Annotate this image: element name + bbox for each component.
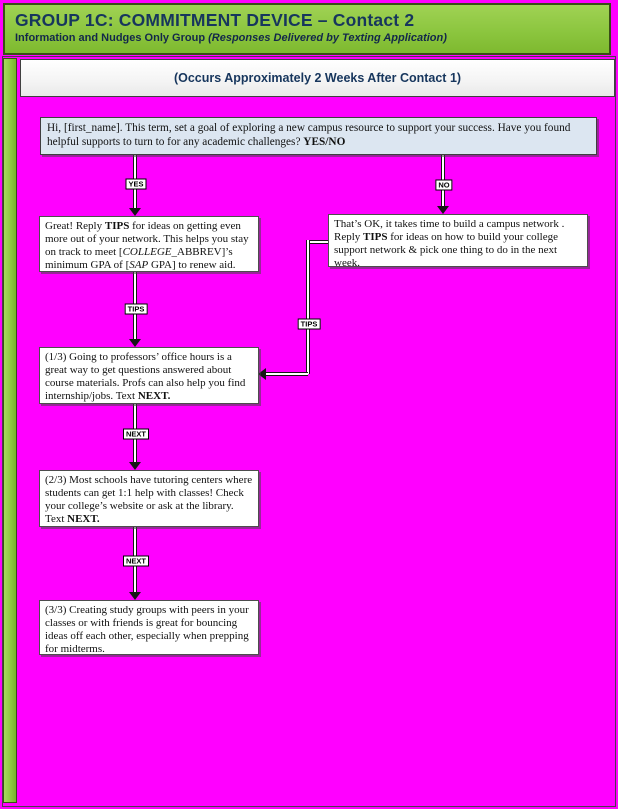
no-response-box: That’s OK, it takes time to build a camp… <box>328 214 588 269</box>
yes-response-tips-keyword: TIPS <box>104 220 130 232</box>
tips-elbow-arrowhead-icon <box>258 368 266 380</box>
tip-2-next-keyword: NEXT. <box>67 513 100 525</box>
next-1-arrowhead-icon <box>129 462 141 470</box>
tip-1-text: (1/3) Going to professors’ office hours … <box>45 351 246 402</box>
page-subtitle: Information and Nudges Only Group (Respo… <box>15 32 609 45</box>
yes-response-box: Great! Reply TIPS for ideas on getting e… <box>39 216 259 272</box>
left-green-strip <box>3 58 17 803</box>
no-arrowhead-icon <box>437 206 449 214</box>
panel-border <box>2 56 616 807</box>
tip-2-text: (2/3) Most schools have tutoring centers… <box>45 474 253 525</box>
sms-intro-text: Hi, [first_name]. This term, set a goal … <box>47 122 571 148</box>
no-response-text: That’s OK, it takes time to build a camp… <box>334 218 565 243</box>
tips-elbow-vertical-segment <box>306 240 310 374</box>
page-title: GROUP 1C: COMMITMENT DEVICE – Contact 2 <box>15 10 415 30</box>
no-label: NO <box>435 179 453 191</box>
page-subtitle-italic: (Responses Delivered by Texting Applicat… <box>208 32 447 44</box>
timing-banner-text: (Occurs Approximately 2 Weeks After Cont… <box>173 71 462 85</box>
tips-left-arrowhead-icon <box>129 339 141 347</box>
header-bar: GROUP 1C: COMMITMENT DEVICE – Contact 2 … <box>3 3 611 55</box>
tips-elbow-top-segment <box>306 240 328 244</box>
timing-banner: (Occurs Approximately 2 Weeks After Cont… <box>20 59 615 97</box>
tip-1-next-keyword: NEXT. <box>137 390 171 402</box>
tip-1-box: (1/3) Going to professors’ office hours … <box>39 347 259 404</box>
yes-response-text: Great! Reply <box>45 220 105 232</box>
tip-3-box: (3/3) Creating study groups with peers i… <box>39 600 259 655</box>
tips-right-label: TIPS <box>297 318 321 330</box>
next-2-arrowhead-icon <box>129 592 141 600</box>
next-1-label: NEXT <box>122 428 150 440</box>
tip-3-text: (3/3) Creating study groups with peers i… <box>45 604 249 655</box>
no-response-tips-keyword: TIPS <box>363 231 388 243</box>
tip-2-box: (2/3) Most schools have tutoring centers… <box>39 470 259 527</box>
yes-arrowhead-icon <box>129 208 141 216</box>
page-subtitle-plain: Information and Nudges Only Group <box>15 32 209 44</box>
sms-intro-reply-options: YES/NO <box>303 136 346 148</box>
sms-intro-box: Hi, [first_name]. This term, set a goal … <box>40 117 597 155</box>
tips-left-label: TIPS <box>124 303 148 315</box>
yes-label: YES <box>125 178 147 190</box>
tips-elbow-bottom-segment <box>264 372 308 376</box>
next-2-label: NEXT <box>122 555 150 567</box>
